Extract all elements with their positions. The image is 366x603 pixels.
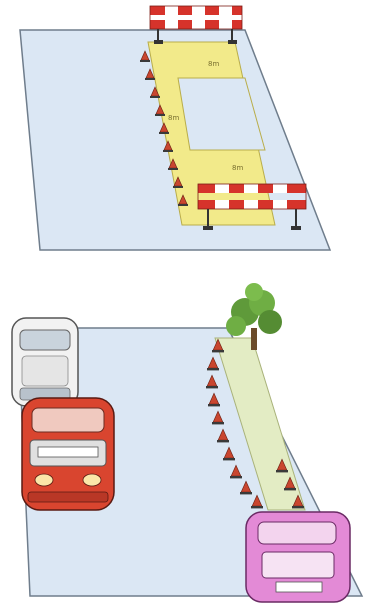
zone-label-middle: 8m <box>168 114 179 122</box>
car-icon <box>12 318 78 406</box>
parking-panel <box>12 283 362 602</box>
zone-label-bottom: 8m <box>232 164 243 172</box>
car-icon <box>22 398 114 510</box>
car-icon <box>246 512 350 602</box>
roadworks-panel: 8m 8m 8m <box>20 6 330 250</box>
zone-label-top: 8m <box>208 60 219 68</box>
